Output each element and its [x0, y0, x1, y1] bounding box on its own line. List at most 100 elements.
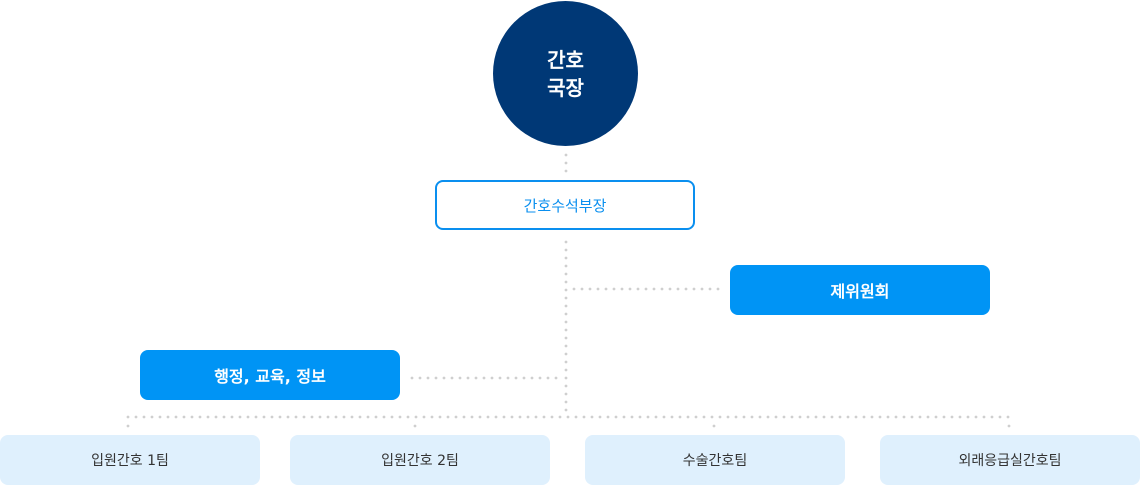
connector-dot	[564, 408, 568, 412]
connector-dot	[206, 415, 210, 419]
connector-dot	[366, 415, 370, 419]
connector-dot	[398, 415, 402, 419]
connector-dot	[418, 376, 422, 380]
connector-dot	[564, 272, 568, 276]
connector-dot	[190, 415, 194, 419]
connector-dot	[564, 240, 568, 244]
connector-dot	[798, 415, 802, 419]
connector-dot	[726, 415, 730, 419]
team-label: 외래응급실간호팀	[958, 453, 1062, 469]
director-node: 간호 국장	[493, 1, 638, 146]
team-label: 수술간호팀	[682, 453, 748, 469]
connector-dot	[574, 415, 578, 419]
connector-dot	[758, 415, 762, 419]
connector-dot	[466, 376, 470, 380]
connector-dot	[270, 415, 274, 419]
connector-dot	[474, 376, 478, 380]
connector-dot	[174, 415, 178, 419]
connector-dot	[142, 415, 146, 419]
connector-dot	[766, 415, 770, 419]
connector-dot	[486, 415, 490, 419]
connector-dot	[166, 415, 170, 419]
connector-dot	[982, 415, 986, 419]
connector-dot	[620, 287, 624, 291]
connector-dot	[926, 415, 930, 419]
connector-dot	[1006, 415, 1010, 419]
connector-dot	[854, 415, 858, 419]
connector-dot	[846, 415, 850, 419]
connector-dot	[446, 415, 450, 419]
connector-dot	[582, 415, 586, 419]
connector-dot	[564, 392, 568, 396]
connector-dot	[870, 415, 874, 419]
connector-dot	[684, 287, 688, 291]
connector-dot	[246, 415, 250, 419]
connector-dot	[950, 415, 954, 419]
connector-dot	[822, 415, 826, 419]
connector-dot	[564, 304, 568, 308]
connector-dot	[302, 415, 306, 419]
committee-label: 제위원회	[830, 282, 890, 301]
connector-dot	[310, 415, 314, 419]
connector-dot	[413, 424, 417, 428]
connector-dot	[554, 376, 558, 380]
connector-dot	[612, 287, 616, 291]
connector-dot	[598, 415, 602, 419]
connector-dot	[606, 415, 610, 419]
connector-dot	[564, 280, 568, 284]
connector-dot	[894, 415, 898, 419]
connector-dot	[182, 415, 186, 419]
connector-dot	[692, 287, 696, 291]
connector-dot	[564, 296, 568, 300]
connector-dot	[662, 415, 666, 419]
director-label-line1: 간호	[547, 47, 584, 72]
connector-dot	[158, 415, 162, 419]
connector-dot	[564, 384, 568, 388]
connector-dot	[564, 336, 568, 340]
connector-dot	[510, 415, 514, 419]
connector-dot	[902, 415, 906, 419]
connector-dot	[422, 415, 426, 419]
connector-dot	[350, 415, 354, 419]
connector-dot	[838, 415, 842, 419]
connector-dot	[694, 415, 698, 419]
connector-dot	[564, 161, 568, 165]
connector-dot	[494, 415, 498, 419]
connector-dot	[636, 287, 640, 291]
connector-dot	[712, 424, 716, 428]
connector-dot	[564, 264, 568, 268]
connector-dot	[942, 415, 946, 419]
connector-dot	[458, 376, 462, 380]
connector-dot	[958, 415, 962, 419]
connector-dot	[814, 415, 818, 419]
connector-dot	[470, 415, 474, 419]
connector-dot	[530, 376, 534, 380]
connector-dot	[222, 415, 226, 419]
connector-dot	[702, 415, 706, 419]
connector-dot	[1007, 424, 1011, 428]
connector-dot	[564, 288, 568, 292]
connector-dot	[564, 169, 568, 173]
connector-dot	[678, 415, 682, 419]
connector-dot	[526, 415, 530, 419]
connector-dot	[198, 415, 202, 419]
connector-dot	[294, 415, 298, 419]
connector-dot	[966, 415, 970, 419]
connector-dot	[998, 415, 1002, 419]
connector-dot	[334, 415, 338, 419]
connector-dot	[438, 415, 442, 419]
connector-dot	[262, 415, 266, 419]
connector-dot	[550, 415, 554, 419]
connector-dot	[426, 376, 430, 380]
connector-dot	[318, 415, 322, 419]
connector-dot	[628, 287, 632, 291]
connector-dot	[410, 376, 414, 380]
connector-dot	[150, 415, 154, 419]
connector-dot	[564, 344, 568, 348]
connector-dot	[790, 415, 794, 419]
connector-dot	[716, 287, 720, 291]
connector-dot	[414, 415, 418, 419]
connector-dot	[564, 368, 568, 372]
connector-dot	[934, 415, 938, 419]
connector-dot	[734, 415, 738, 419]
